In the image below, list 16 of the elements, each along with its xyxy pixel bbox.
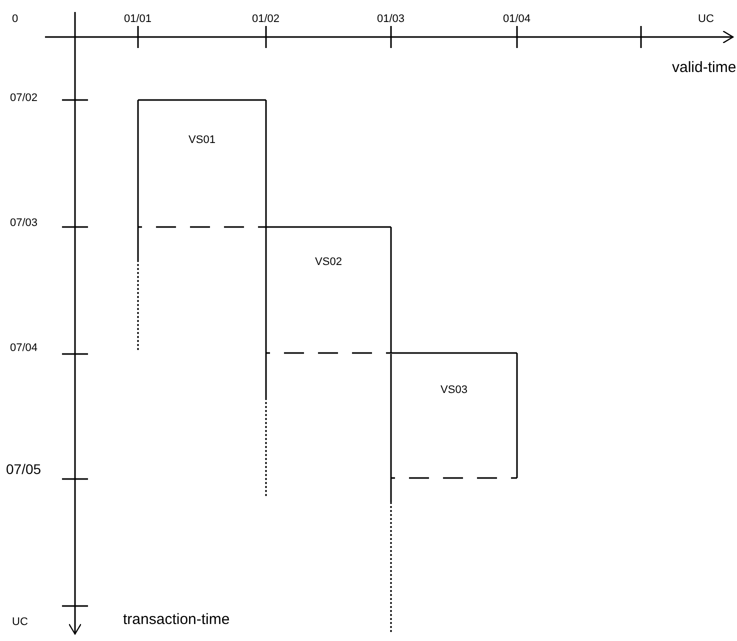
tick-label: 01/01 (124, 14, 152, 25)
tick-label: 07/04 (10, 343, 38, 354)
tick-label: 07/02 (10, 93, 38, 104)
tick-label: 01/03 (377, 14, 405, 25)
tick-label: UC (698, 14, 714, 25)
axis-title: valid-time (672, 60, 736, 75)
tick-label: 07/05 (6, 462, 42, 476)
tick-label: 07/03 (10, 218, 38, 229)
version-label: VS02 (314, 257, 343, 268)
tick-label: 01/04 (503, 14, 531, 25)
tick-label: 0 (12, 14, 18, 25)
axis-title: transaction-time (123, 612, 230, 627)
version-label: VS03 (440, 385, 468, 396)
version-label: VS01 (188, 135, 216, 146)
tick-label: 01/02 (252, 14, 280, 25)
tick-label: UC (12, 617, 28, 628)
